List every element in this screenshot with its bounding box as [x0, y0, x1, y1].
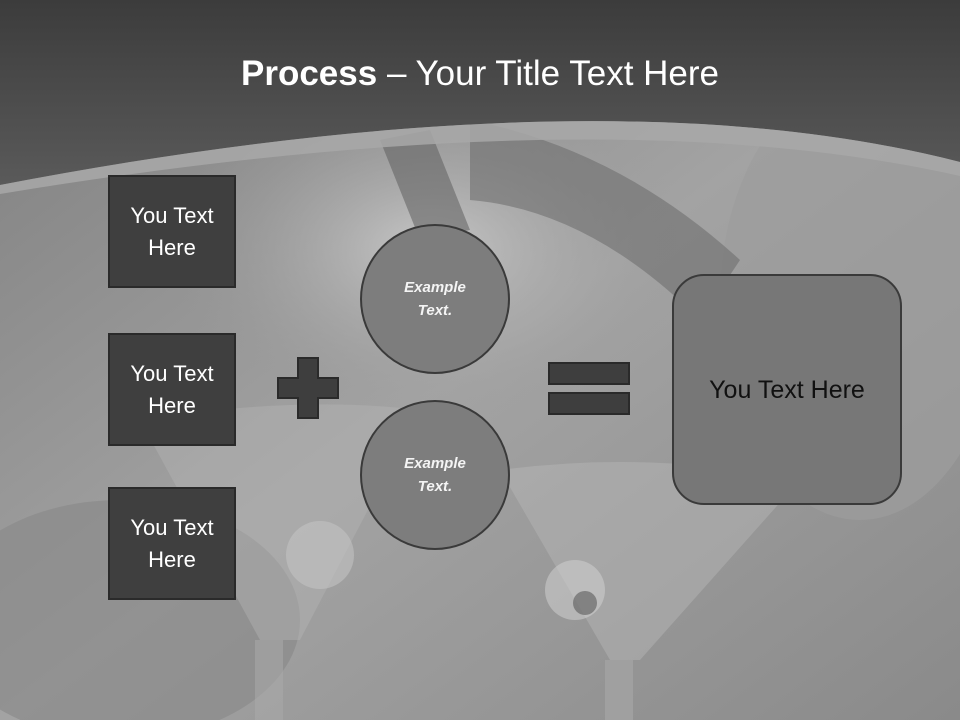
header-band	[0, 0, 960, 194]
example-circle-2-line1: Example	[404, 455, 466, 472]
text-box-2-line1: You Text	[130, 360, 214, 386]
text-box-1-line1: You Text	[130, 202, 214, 228]
text-box-3-line2: Here	[148, 546, 196, 572]
example-circle-1-line2: Text.	[417, 302, 453, 319]
example-circle-2-line2: Text.	[417, 478, 453, 495]
result-box: You Text Here	[672, 274, 902, 505]
page-title: Process – Your Title Text Here	[0, 52, 960, 96]
text-box-3-line1: You Text	[130, 514, 214, 540]
title-rest: – Your Title Text Here	[377, 54, 719, 93]
plus-icon	[277, 357, 339, 419]
text-box-2-line2: Here	[148, 392, 196, 418]
text-box-1-line2: Here	[148, 234, 196, 260]
equals-icon	[548, 362, 630, 415]
title-bold: Process	[241, 54, 378, 93]
result-box-text: You Text Here	[709, 375, 865, 404]
example-circle-1-line1: Example	[404, 279, 466, 296]
